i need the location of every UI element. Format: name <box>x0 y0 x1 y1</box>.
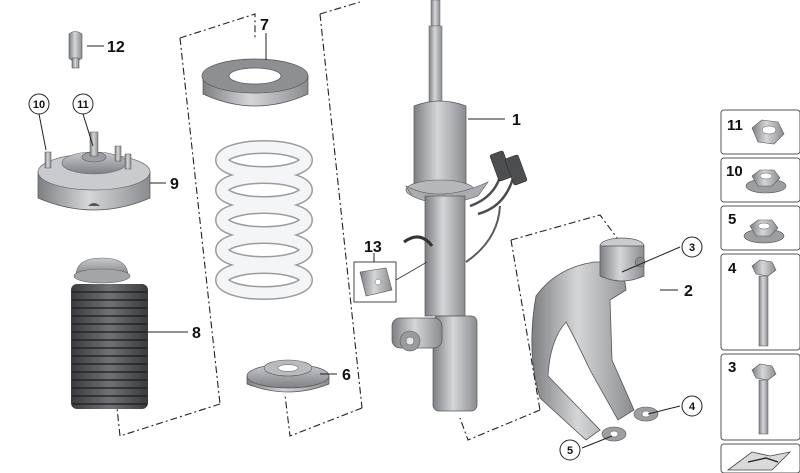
hardware-box-10: 10 <box>720 157 800 203</box>
callout-11-circle: 11 <box>72 93 94 115</box>
callout-10-circle: 10 <box>28 93 50 115</box>
upper-spring-seat-part <box>201 58 309 107</box>
hardware-box-5: 5 <box>720 205 800 251</box>
svg-text:11: 11 <box>77 99 89 111</box>
assembly-frame-middle <box>284 1 363 437</box>
svg-text:10: 10 <box>33 99 45 111</box>
callout-9: 9 <box>170 176 179 193</box>
hardware-label-11: 11 <box>727 117 743 134</box>
callout-4-circle: 4 <box>681 395 703 417</box>
callout-6: 6 <box>342 367 351 384</box>
callout-2: 2 <box>684 283 693 300</box>
bolt-part <box>68 31 83 69</box>
control-arm-part <box>531 237 659 442</box>
hardware-label-10: 10 <box>726 163 743 180</box>
bracket-part <box>353 261 428 303</box>
shock-absorber-part <box>391 0 528 412</box>
hardware-panel: 11 10 5 4 3 <box>720 109 800 473</box>
svg-text:3: 3 <box>689 242 695 254</box>
callout-12: 12 <box>107 39 125 56</box>
hardware-label-3: 3 <box>728 359 736 376</box>
lower-spring-seat-part <box>246 359 330 393</box>
callout-1: 1 <box>512 112 521 129</box>
svg-text:4: 4 <box>689 401 696 413</box>
hardware-label-4: 4 <box>728 260 737 277</box>
callout-7: 7 <box>260 17 269 34</box>
leader-lines <box>38 33 681 449</box>
callout-8: 8 <box>192 325 201 342</box>
coil-spring-part <box>215 140 313 300</box>
hardware-box-4: 4 <box>720 253 800 351</box>
hardware-box-3: 3 <box>720 353 800 441</box>
assembly-frame-right <box>459 214 621 441</box>
hardware-box-bottom <box>720 443 800 473</box>
callout-3-circle: 3 <box>681 236 703 258</box>
hardware-label-5: 5 <box>728 211 736 228</box>
svg-text:5: 5 <box>567 445 573 457</box>
strut-mount-part <box>37 131 151 211</box>
dust-boot-part <box>71 257 148 409</box>
callout-13: 13 <box>364 239 382 256</box>
hardware-box-11: 11 <box>720 109 800 155</box>
callout-5-circle: 5 <box>559 439 581 461</box>
